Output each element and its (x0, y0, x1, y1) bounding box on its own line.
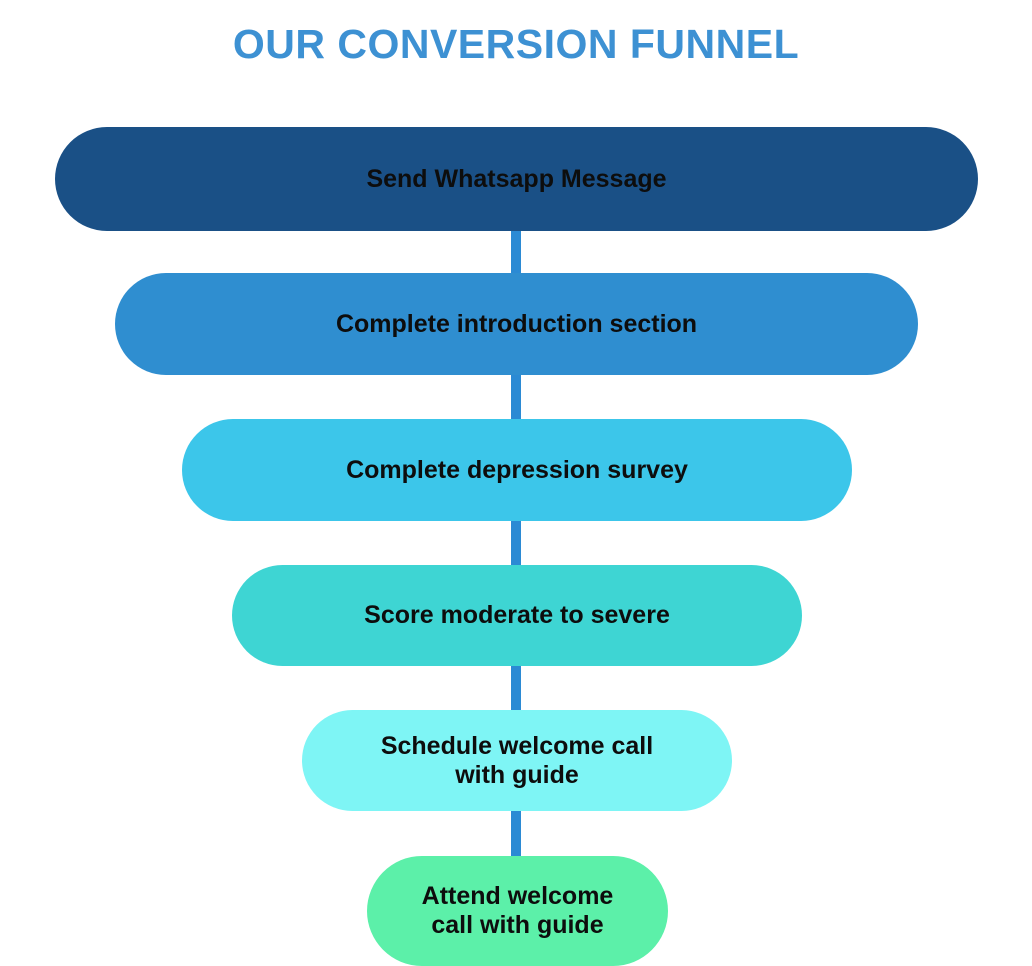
funnel-stage-5[interactable]: Schedule welcome call with guide (302, 710, 732, 811)
page-title: OUR CONVERSION FUNNEL (232, 21, 800, 67)
funnel-stage-1-label: Send Whatsapp Message (366, 164, 667, 193)
funnel-stage-6[interactable]: Attend welcome call with guide (367, 856, 668, 966)
funnel-stage-3-label: Complete depression survey (346, 455, 688, 484)
funnel-stage-2-label: Complete introduction section (335, 309, 698, 338)
funnel-connector-3-4 (511, 517, 521, 569)
funnel-stage-5-label: Schedule welcome call with guide (380, 731, 654, 789)
funnel-stage-2[interactable]: Complete introduction section (115, 273, 918, 375)
funnel-stage-6-label: Attend welcome call with guide (421, 882, 614, 939)
funnel-connector-5-6 (511, 807, 521, 860)
funnel-connector-1-2 (511, 225, 521, 277)
funnel-stage-4[interactable]: Score moderate to severe (232, 565, 802, 666)
funnel-stage-4-label: Score moderate to severe (364, 601, 670, 629)
funnel-connector-4-5 (511, 662, 521, 714)
funnel-connector-2-3 (511, 371, 521, 423)
funnel-stage-3[interactable]: Complete depression survey (182, 419, 852, 521)
funnel-stage-1[interactable]: Send Whatsapp Message (55, 127, 978, 231)
